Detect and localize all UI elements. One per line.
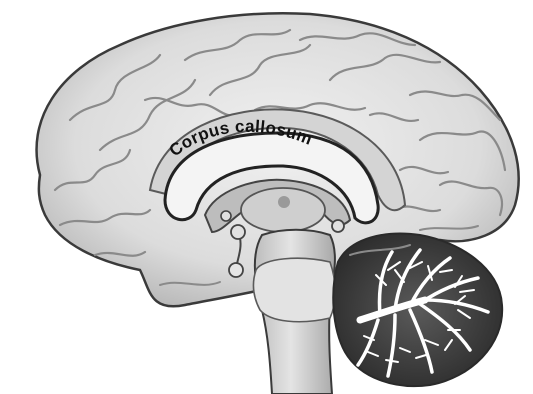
pituitary-gland	[229, 263, 243, 277]
pons	[253, 258, 335, 321]
thalamus	[241, 188, 325, 232]
anterior-commissure	[221, 211, 231, 221]
pineal-gland	[332, 220, 344, 232]
thalamus-dot	[278, 196, 290, 208]
mammillary-body	[231, 225, 245, 239]
